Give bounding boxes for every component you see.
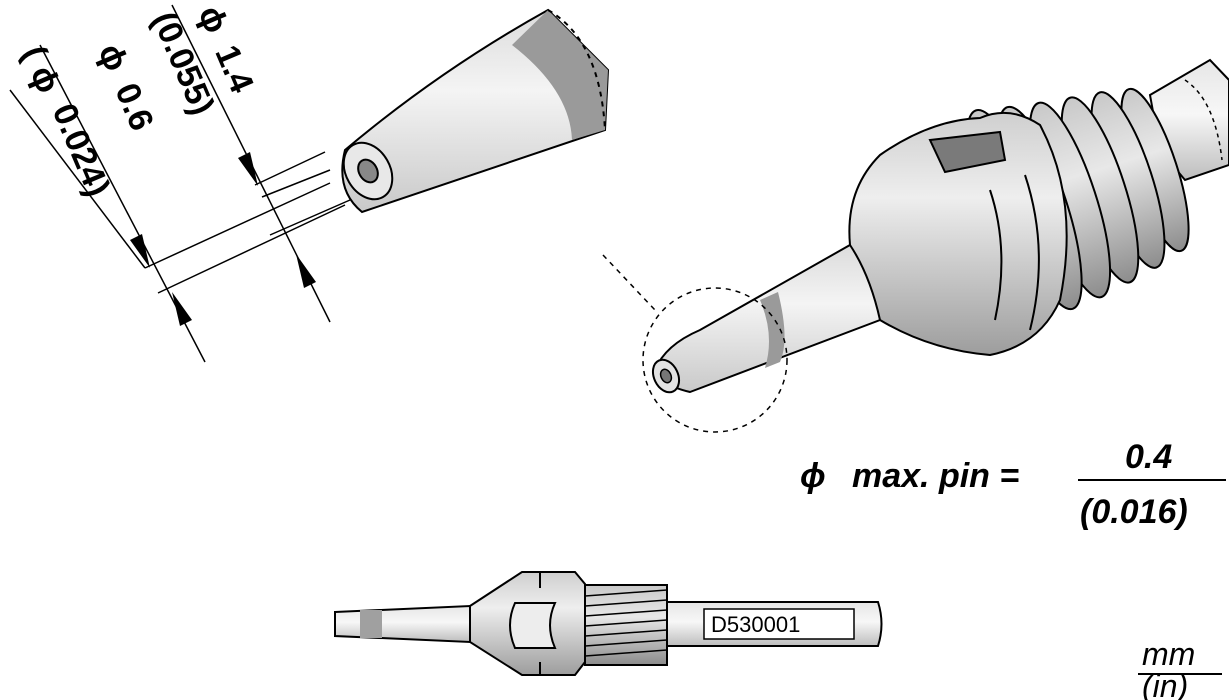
- side-nozzle-band: [360, 610, 382, 638]
- side-body-window: [509, 602, 557, 649]
- detail-callout-circle: [642, 287, 788, 433]
- side-nozzle: [334, 604, 471, 644]
- units-imperial: (in): [1142, 668, 1188, 700]
- tip-detail-view: ϕ 1.4 (0.055) ϕ 0.6 ( ϕ 0.024): [9, 0, 610, 363]
- max-pin-numerator: 0.4: [1125, 438, 1172, 476]
- inner-diameter-imperial-symbol: ϕ: [23, 60, 68, 98]
- side-thread-lines: [584, 589, 668, 657]
- max-pin-denominator: (0.016): [1080, 493, 1188, 531]
- nozzle-band: [760, 292, 785, 368]
- inner-diameter-value: 0.6: [107, 78, 160, 136]
- tip-perspective-view: [602, 58, 1229, 433]
- part-number: D530001: [711, 612, 800, 637]
- body-slot: [928, 130, 1007, 174]
- max-pin-label: max. pin =: [852, 457, 1019, 495]
- tip-detail-bore: [357, 158, 379, 184]
- outer-diameter-symbol: ϕ: [191, 0, 236, 38]
- dimension-arrows: [130, 152, 316, 326]
- tip-side-view: D530001: [334, 571, 883, 676]
- part-number-box: [703, 608, 855, 640]
- units-metric: mm: [1142, 636, 1195, 672]
- inner-diameter-label: ϕ 0.6: [91, 38, 161, 136]
- detail-callout-leader: [602, 254, 656, 311]
- units-legend: mm (in): [1138, 636, 1222, 700]
- extension-lines: [144, 151, 351, 294]
- nozzle-bore: [659, 368, 673, 384]
- max-pin-formula: ϕ max. pin = 0.4 (0.016): [800, 438, 1226, 531]
- max-pin-symbol: ϕ: [800, 457, 826, 495]
- inner-diameter-symbol: ϕ: [91, 38, 136, 76]
- tip-detail-band: [512, 10, 608, 140]
- tip-body: [848, 111, 1068, 357]
